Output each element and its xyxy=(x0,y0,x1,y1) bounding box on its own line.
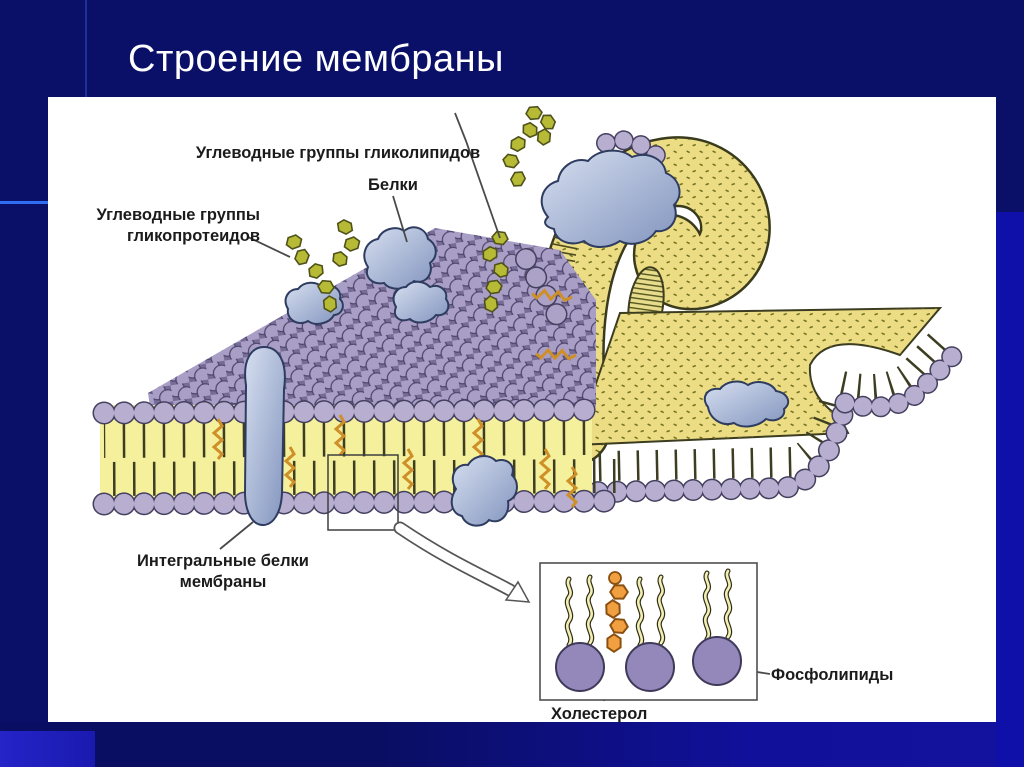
lipid-bilayer-front xyxy=(92,398,630,516)
surface-protein-2 xyxy=(363,226,437,290)
slide-title: Строение мембраны xyxy=(128,38,504,80)
template-bottom-strip xyxy=(0,722,996,767)
glycolipid-carb-chain-floating xyxy=(501,105,559,190)
template-right-band-top xyxy=(996,0,1024,212)
inset-phospholipid-heads xyxy=(555,636,742,692)
proteins xyxy=(243,149,790,527)
membrane-illustration xyxy=(92,105,971,702)
membrane-cutaway-slab xyxy=(549,306,971,504)
template-accent-line xyxy=(0,201,48,204)
label-glycolipid-carbs: Углеводные группы гликолипидов xyxy=(195,144,481,162)
label-proteins: Белки xyxy=(368,176,418,194)
slab-protein xyxy=(703,380,790,428)
lower-protein xyxy=(450,455,518,527)
diagram-canvas: Углеводные группы гликолипидов Белки Угл… xyxy=(48,97,996,723)
label-glycoprotein-carbs-line2: гликопротеидов xyxy=(126,226,260,245)
label-cholesterol: Холестерол xyxy=(551,705,648,723)
leader-glycoproteins xyxy=(247,236,291,258)
magnify-arrow xyxy=(393,521,531,603)
label-integral-proteins-line1: Интегральные белки xyxy=(137,552,309,570)
label-integral-proteins-line2: мембраны xyxy=(179,572,267,591)
template-right-band xyxy=(996,212,1024,767)
label-glycoprotein-carbs: Углеводные группы гликопротеидов xyxy=(66,205,260,247)
label-integral-proteins: Интегральные белки мембраны xyxy=(120,551,326,593)
integral-protein xyxy=(243,345,286,527)
phospholipid-inset xyxy=(539,562,758,701)
large-protein xyxy=(540,149,681,248)
template-bottom-left-block xyxy=(0,731,95,767)
label-glycoprotein-carbs-line1: Углеводные группы xyxy=(96,206,260,224)
surface-protein-3 xyxy=(392,280,450,324)
leader-glycolipids xyxy=(454,112,501,239)
inset-cholesterol xyxy=(605,571,630,653)
label-phospholipids: Фосфолипиды xyxy=(771,666,894,684)
leader-integral xyxy=(219,521,254,550)
highlight-box xyxy=(327,454,399,531)
template-vertical-line xyxy=(85,0,87,97)
leader-proteins xyxy=(392,195,408,243)
